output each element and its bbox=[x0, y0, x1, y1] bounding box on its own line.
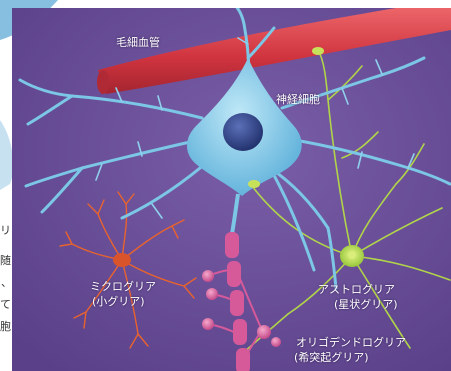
margin-char-3: 、 bbox=[1, 274, 12, 290]
astroglia-end-foot-neuron bbox=[248, 180, 260, 188]
label-astroglia: アストログリア bbox=[318, 283, 395, 297]
neuron-nucleus bbox=[223, 113, 263, 151]
margin-char-2: 随 bbox=[0, 252, 11, 268]
glia-illustration: 毛細血管 神経細胞 アストログリア (星状グリア) ミクログリア (小グリア) … bbox=[12, 8, 451, 371]
capillary-cut-end bbox=[97, 70, 109, 94]
astroglia-end-foot bbox=[312, 47, 324, 55]
label-oligodendroglia: オリゴデンドログリア bbox=[296, 336, 406, 350]
label-capillary: 毛細血管 bbox=[116, 36, 160, 50]
margin-char-5: 胞 bbox=[0, 318, 11, 334]
label-neuron: 神経細胞 bbox=[276, 93, 320, 107]
microglia-body bbox=[113, 253, 131, 267]
label-microglia-alt: (小グリア) bbox=[92, 295, 145, 309]
margin-char-4: て bbox=[0, 296, 11, 312]
label-microglia: ミクログリア bbox=[90, 280, 156, 294]
label-astroglia-alt: (星状グリア) bbox=[334, 298, 398, 312]
margin-char-1: リ bbox=[0, 222, 11, 238]
label-oligodendroglia-alt: (希突起グリア) bbox=[294, 351, 369, 365]
astroglia-nucleus bbox=[348, 251, 356, 259]
